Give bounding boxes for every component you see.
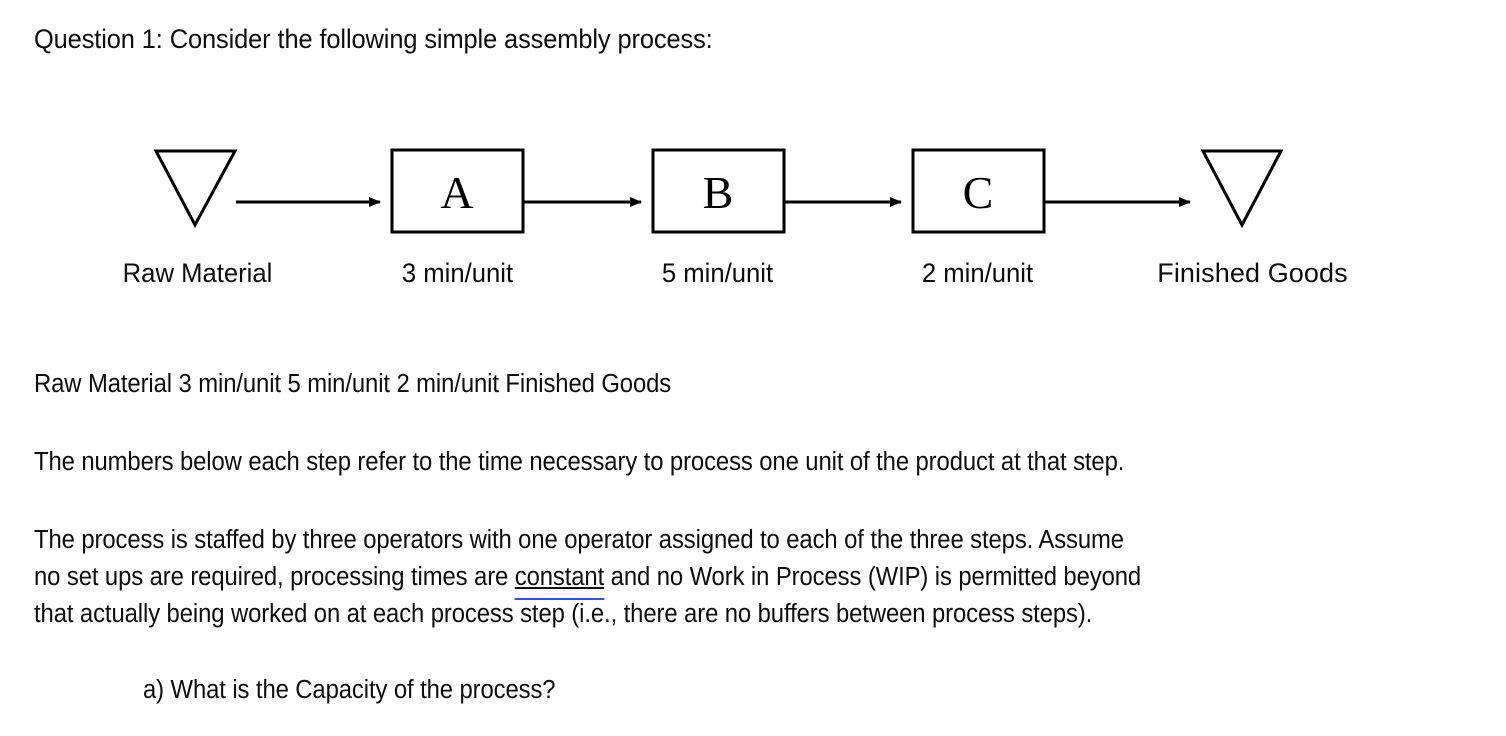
process-step-c: C	[911, 148, 1046, 234]
finished-goods-triangle-icon	[1200, 149, 1284, 229]
process-step-b-letter: B	[703, 167, 734, 218]
raw-material-triangle-icon	[153, 149, 238, 229]
staffing-line-2: no set ups are required, processing time…	[34, 559, 1493, 596]
staffing-line-1: The process is staffed by three operator…	[34, 526, 1124, 554]
staffing-line-2-before: no set ups are required, processing time…	[34, 563, 515, 591]
diagram-label-step-c-time: 2 min/unit	[921, 258, 1034, 288]
page-title: Question 1: Consider the following simpl…	[34, 24, 713, 54]
diagram-label-step-b-time: 5 min/unit	[661, 258, 774, 288]
question-item-a: a) What is the Capacity of the process?	[143, 676, 556, 704]
staffing-line-3: that actually being worked on at each pr…	[34, 600, 1093, 628]
process-step-a-letter: A	[440, 167, 473, 218]
diagram-alt-text-line: Raw Material 3 min/unit 5 min/unit 2 min…	[34, 370, 672, 398]
process-flow-diagram: A B C	[0, 130, 1506, 310]
constant-underlined-word[interactable]: constant	[514, 563, 605, 591]
diagram-label-raw-material: Raw Material	[122, 258, 273, 288]
staffing-assumptions-paragraph: The process is staffed by three operator…	[34, 522, 1493, 633]
process-step-c-letter: C	[963, 167, 994, 218]
process-times-note: The numbers below each step refer to the…	[34, 448, 1125, 476]
diagram-label-finished-goods: Finished Goods	[1157, 258, 1348, 288]
process-step-b: B	[651, 148, 786, 234]
process-step-a: A	[390, 148, 525, 234]
diagram-label-step-a-time: 3 min/unit	[401, 258, 514, 288]
staffing-line-2-after: and no Work in Process (WIP) is permitte…	[604, 563, 1142, 591]
